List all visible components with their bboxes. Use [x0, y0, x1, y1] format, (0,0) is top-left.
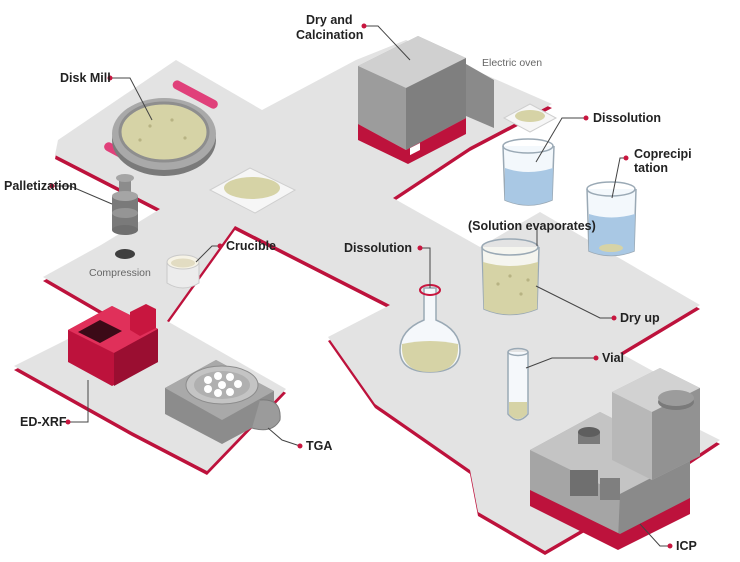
label-ed-xrf: ED-XRF — [20, 415, 67, 429]
oven-sample-tray — [502, 103, 558, 133]
label-dry-calcination-line1: Dry and — [306, 13, 353, 27]
label-palletization: Palletization — [4, 179, 77, 193]
label-vial: Vial — [602, 351, 624, 365]
icp-instrument — [530, 368, 700, 550]
vial — [507, 347, 529, 421]
label-dissolution-left: Dissolution — [344, 241, 412, 255]
pellet — [115, 249, 135, 259]
pellet-press — [112, 174, 138, 235]
coprecipitation-beaker — [586, 181, 637, 257]
label-dots — [49, 23, 673, 549]
label-coprecipitation-line1: Coprecipi — [634, 147, 692, 161]
label-icp: ICP — [676, 539, 697, 553]
electric-oven — [358, 36, 494, 164]
labels: Dry and Calcination Electric oven Disk M… — [4, 13, 697, 553]
volumetric-flask — [399, 284, 461, 373]
ed-xrf-instrument — [68, 304, 158, 386]
dry-up-beaker — [481, 238, 540, 316]
label-disk-mill: Disk Mill — [60, 71, 111, 85]
label-solution-evaporates: (Solution evaporates) — [468, 219, 596, 233]
label-coprecipitation-line2: tation — [634, 161, 668, 175]
tga-instrument — [165, 360, 281, 444]
label-electric-oven: Electric oven — [482, 57, 542, 69]
leader-lines — [52, 25, 670, 547]
label-dry-up: Dry up — [620, 311, 660, 325]
dissolution-beaker — [502, 138, 555, 206]
label-dry-calcination-line2: Calcination — [296, 28, 363, 42]
label-compression: Compression — [89, 267, 151, 279]
label-tga: TGA — [306, 439, 332, 453]
label-dissolution-top: Dissolution — [593, 111, 661, 125]
label-crucible: Crucible — [226, 239, 276, 253]
crucible — [166, 254, 200, 289]
powder-tray — [208, 167, 297, 214]
disk-mill — [104, 80, 218, 176]
